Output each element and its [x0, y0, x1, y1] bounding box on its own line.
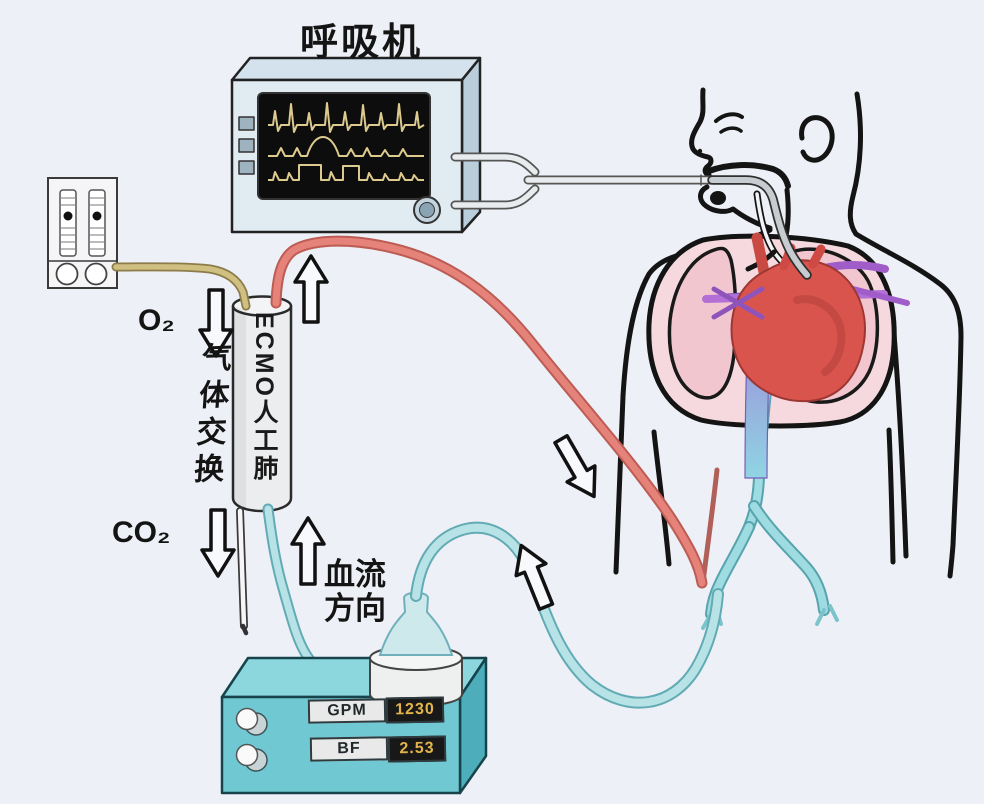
pump-head: [369, 591, 463, 708]
co2-down-arrow: [200, 508, 236, 578]
endotracheal-tube: [707, 175, 812, 280]
flow-tube-ticks: [61, 197, 104, 250]
flow-float-1: [63, 211, 73, 221]
blood-up-arrow: [290, 516, 326, 586]
pump-bf-value: 2.53: [387, 735, 447, 763]
lip-shadow: [710, 191, 726, 205]
eye-line: [719, 126, 743, 134]
flow-knob-1[interactable]: [55, 262, 79, 286]
arterial-tube: [270, 235, 708, 589]
flow-knob-2[interactable]: [84, 262, 108, 286]
heart: [711, 243, 866, 403]
pump-gpm-label: GPM: [307, 698, 387, 724]
femoral-artery: [700, 467, 720, 585]
svc: [751, 232, 770, 278]
ventilator-knob-center: [419, 202, 435, 218]
flow-float-2: [92, 211, 102, 221]
left-lung: [667, 246, 738, 400]
vessel-cross: [711, 286, 765, 320]
right-inner-arm: [891, 331, 909, 559]
ecmo-lung-label: ECMO人工肺: [250, 312, 278, 483]
o2-label: O₂: [138, 304, 175, 337]
right-iliac: [750, 502, 828, 614]
face-profile: [689, 87, 714, 178]
oxygenator-cylinder: [231, 306, 293, 513]
eyebrow: [714, 112, 744, 123]
right-torso: [886, 427, 896, 565]
right-shoulder-arm: [853, 231, 964, 579]
blood-flow-direction-label: 血流 方向: [324, 557, 394, 627]
pump-bf-label: BF: [309, 736, 389, 762]
venous-tube-from-body: [410, 521, 724, 709]
gas-flowmeter: [47, 177, 118, 289]
upper-lip: [706, 162, 791, 189]
arterial-flow-arrow: [545, 429, 610, 507]
blood-flow-line2: 方向: [324, 591, 386, 627]
vessel-tip: [701, 604, 839, 630]
oxygen-tube: [111, 262, 251, 311]
ventilator-circuit-tube: [450, 152, 717, 210]
back-of-head: [847, 91, 863, 237]
co2-label: CO₂: [112, 516, 171, 549]
nostril: [697, 148, 703, 154]
heart-body: [730, 259, 866, 403]
pump-knob-1[interactable]: [235, 707, 268, 736]
ventilator-screen: [257, 92, 431, 200]
oxygenator-out-up-arrow: [293, 254, 329, 324]
ventilator-title: 呼吸机: [300, 22, 424, 64]
ear: [799, 115, 835, 163]
pulmonary-branch-right: [850, 286, 910, 306]
pump-knob-2[interactable]: [235, 743, 268, 772]
blood-flow-line1: 血流: [324, 557, 386, 592]
flow-tube-1: [59, 189, 77, 257]
ventilator: [230, 56, 482, 234]
chin-jaw: [698, 184, 773, 231]
oxygenator-shading: [233, 306, 246, 510]
pump-gpm-value: 1230: [385, 696, 445, 724]
gas-exhaust-tube: [236, 507, 249, 636]
heart-shading: [793, 295, 846, 376]
flow-tube-2: [88, 189, 106, 257]
ventilator-buttons[interactable]: [238, 116, 255, 175]
screen-waveforms: [268, 102, 425, 181]
